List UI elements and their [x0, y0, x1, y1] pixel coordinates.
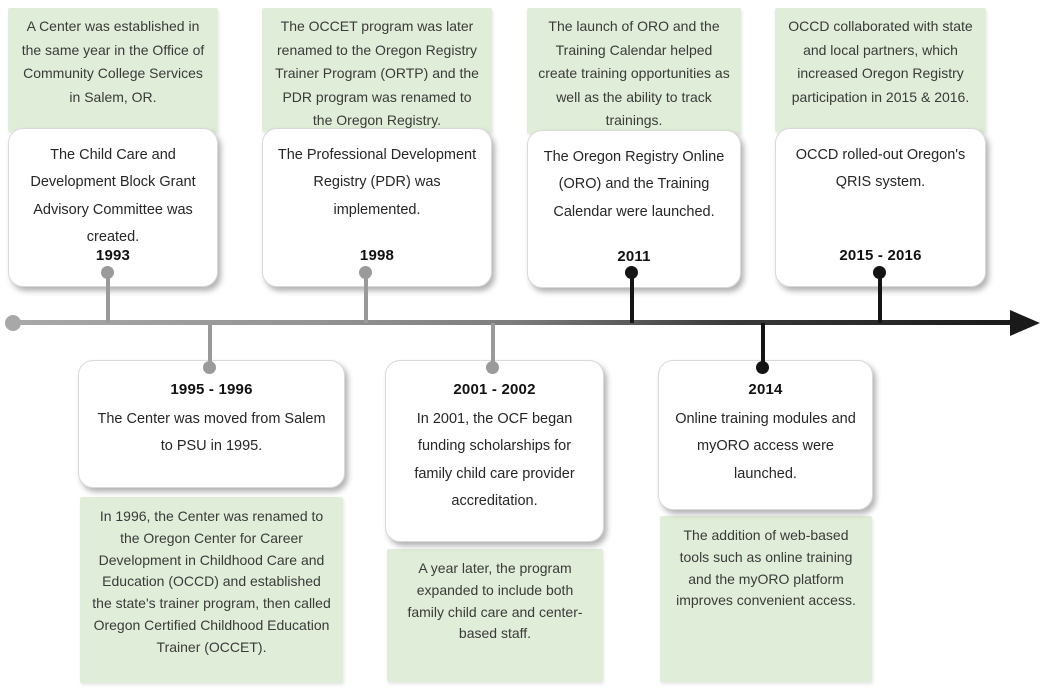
event-2014-context-text: The addition of web-based tools such as …: [676, 527, 856, 609]
event-1993-connector-pin: [101, 266, 114, 323]
pin-line: [877, 272, 882, 323]
event-1998-connector-pin: [359, 266, 372, 323]
event-1998-description: The Professional Development Registry (P…: [277, 147, 477, 218]
event-1993-card: The Child Care and Development Block Gra…: [8, 128, 218, 287]
event-2014-connector-pin: [756, 323, 769, 374]
event-2014-context-note: The addition of web-based tools such as …: [660, 516, 872, 682]
event-1993-context-note: A Center was established in the same yea…: [8, 8, 218, 132]
event-1998-year: 1998: [359, 246, 395, 264]
event-1993-context-text: A Center was established in the same yea…: [21, 18, 205, 105]
event-2011-context-text: The launch of ORO and the Training Calen…: [538, 18, 730, 129]
event-1995-1996-year: 1995 - 1996: [170, 381, 253, 398]
event-2011-card: The Oregon Registry Online (ORO) and the…: [527, 130, 741, 288]
event-1993-year: 1993: [95, 246, 131, 264]
event-2015-2016-description: OCCD rolled-out Oregon's QRIS system.: [795, 147, 966, 191]
event-2015-2016-card: OCCD rolled-out Oregon's QRIS system. 20…: [775, 128, 986, 287]
event-2001-2002-context-text: A year later, the program expanded to in…: [407, 560, 583, 642]
event-2014-description: Online training modules and myORO access…: [675, 411, 856, 482]
timeline-arrowhead-icon: [1010, 310, 1040, 336]
event-2001-2002-year: 2001 - 2002: [453, 381, 536, 398]
event-1995-1996-description: The Center was moved from Salem to PSU i…: [97, 411, 326, 455]
event-1995-1996-connector-pin: [203, 323, 216, 374]
event-2015-2016-context-note: OCCD collaborated with state and local p…: [775, 8, 986, 132]
pin-dot-icon: [203, 361, 216, 374]
event-2011-year: 2011: [617, 247, 651, 265]
timeline-axis: [13, 320, 1012, 325]
pin-line: [629, 272, 634, 323]
event-1993-description: The Child Care and Development Block Gra…: [30, 147, 196, 245]
event-2011-context-note: The launch of ORO and the Training Calen…: [527, 8, 741, 134]
pin-dot-icon: [756, 361, 769, 374]
event-2011-description: The Oregon Registry Online (ORO) and the…: [543, 149, 725, 220]
timeline-start-dot: [5, 315, 21, 331]
pin-line: [490, 323, 495, 368]
event-1998-card: The Professional Development Registry (P…: [262, 128, 492, 287]
event-1998-context-note: The OCCET program was later renamed to t…: [262, 8, 492, 132]
event-2014-card: 2014 Online training modules and myORO a…: [658, 360, 873, 510]
event-2011-connector-pin: [625, 266, 638, 323]
pin-line: [207, 323, 212, 368]
event-2014-year: 2014: [748, 381, 783, 398]
pin-dot-icon: [486, 361, 499, 374]
pin-line: [363, 272, 368, 323]
event-2001-2002-context-note: A year later, the program expanded to in…: [387, 549, 603, 682]
event-1998-context-text: The OCCET program was later renamed to t…: [275, 18, 479, 129]
pin-line: [760, 323, 765, 368]
event-2015-2016-year: 2015 - 2016: [839, 246, 922, 264]
event-1995-1996-card: 1995 - 1996 The Center was moved from Sa…: [78, 360, 345, 488]
event-1995-1996-context-text: In 1996, the Center was renamed to the O…: [92, 508, 331, 655]
pin-line: [105, 272, 110, 323]
event-2001-2002-connector-pin: [486, 323, 499, 374]
event-1995-1996-context-note: In 1996, the Center was renamed to the O…: [80, 497, 343, 683]
event-2015-2016-connector-pin: [873, 266, 886, 323]
event-2001-2002-card: 2001 - 2002 In 2001, the OCF began fundi…: [385, 360, 604, 542]
event-2015-2016-context-text: OCCD collaborated with state and local p…: [788, 18, 973, 105]
event-2001-2002-description: In 2001, the OCF began funding scholarsh…: [414, 411, 575, 509]
